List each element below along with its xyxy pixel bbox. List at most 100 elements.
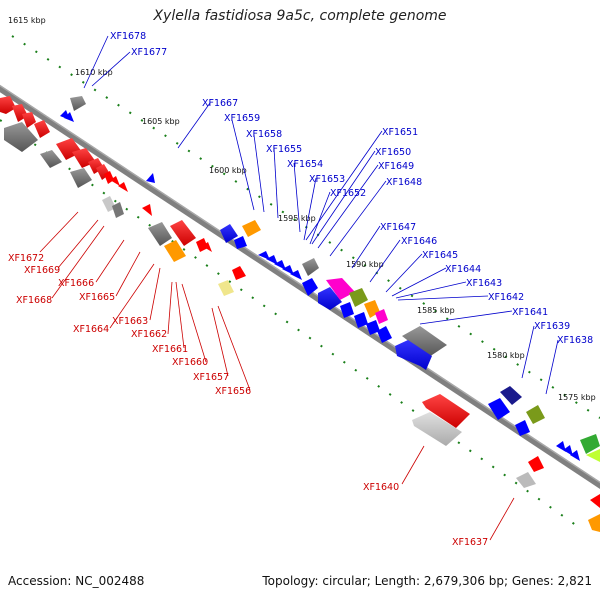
- gene-label-XF1655[interactable]: XF1655: [266, 144, 302, 155]
- gene-label-XF1639[interactable]: XF1639: [534, 321, 570, 332]
- gene-lightgray[interactable]: [412, 412, 462, 446]
- gene-red[interactable]: [118, 182, 128, 192]
- gene-label-XF1651[interactable]: XF1651: [382, 127, 418, 138]
- gene-label-XF1644[interactable]: XF1644: [445, 264, 481, 275]
- gene-label-XF1650[interactable]: XF1650: [375, 147, 411, 158]
- gene-label-XF1668[interactable]: XF1668: [16, 295, 52, 306]
- gene-blue[interactable]: [340, 302, 354, 318]
- gene-gray[interactable]: [402, 326, 447, 357]
- gene-blue[interactable]: [274, 260, 286, 270]
- gene-gray[interactable]: [40, 150, 62, 168]
- gene-orange[interactable]: [242, 220, 261, 237]
- gene-label-XF1645[interactable]: XF1645: [422, 250, 458, 261]
- accession-text: Accession: NC_002488: [8, 574, 145, 588]
- gene-label-XF1640[interactable]: XF1640: [363, 482, 399, 493]
- gene-label-XF1666[interactable]: XF1666: [58, 278, 94, 289]
- gene-orange[interactable]: [164, 240, 186, 262]
- gene-gray[interactable]: [4, 122, 38, 152]
- gene-label-XF1661[interactable]: XF1661: [152, 344, 188, 355]
- gene-label-XF1659[interactable]: XF1659: [224, 113, 260, 124]
- gene-red[interactable]: [422, 394, 470, 428]
- gene-lightgray[interactable]: [102, 196, 116, 212]
- gene-label-XF1649[interactable]: XF1649: [378, 161, 414, 172]
- gene-blue[interactable]: [366, 320, 380, 335]
- gene-gray[interactable]: [70, 96, 86, 111]
- gene-label-XF1652[interactable]: XF1652: [330, 188, 366, 199]
- gene-lightgray[interactable]: [516, 472, 536, 488]
- gene-label-XF1662[interactable]: XF1662: [131, 329, 167, 340]
- gene-label-XF1663[interactable]: XF1663: [112, 316, 148, 327]
- gene-blue[interactable]: [290, 270, 302, 280]
- gene-blue[interactable]: [377, 326, 392, 343]
- gene-blue[interactable]: [234, 236, 247, 249]
- gene-red[interactable]: [110, 176, 120, 186]
- gene-label-XF1657[interactable]: XF1657: [193, 372, 229, 383]
- gene-label-XF1647[interactable]: XF1647: [380, 222, 416, 233]
- gene-blue[interactable]: [220, 224, 238, 243]
- gene-blue[interactable]: [354, 312, 368, 328]
- gene-blue[interactable]: [395, 340, 432, 370]
- gene-olive[interactable]: [526, 405, 545, 424]
- gene-navy[interactable]: [500, 386, 522, 405]
- gene-magenta[interactable]: [375, 309, 388, 324]
- gene-label-XF1660[interactable]: XF1660: [172, 357, 208, 368]
- gene-label-XF1654[interactable]: XF1654: [287, 159, 323, 170]
- gene-gray[interactable]: [302, 258, 319, 276]
- gene-gray[interactable]: [70, 168, 92, 188]
- gene-label-XF1669[interactable]: XF1669: [24, 265, 60, 276]
- gene-blue[interactable]: [258, 251, 270, 260]
- gene-label-XF1678[interactable]: XF1678: [110, 31, 146, 42]
- gene-red[interactable]: [34, 120, 50, 138]
- gene-label-XF1667[interactable]: XF1667: [202, 98, 238, 109]
- kbp-label-1605: 1605 kbp: [142, 117, 180, 126]
- gene-label-XF1672[interactable]: XF1672: [8, 253, 44, 264]
- gene-yellowgreen[interactable]: [586, 449, 600, 462]
- gene-green[interactable]: [580, 434, 600, 454]
- gene-magenta[interactable]: [326, 278, 355, 300]
- gene-label-XF1643[interactable]: XF1643: [466, 278, 502, 289]
- gene-red[interactable]: [142, 204, 152, 216]
- gene-blue[interactable]: [515, 420, 530, 436]
- gene-blue[interactable]: [563, 445, 573, 456]
- gene-label-XF1656[interactable]: XF1656: [215, 386, 251, 397]
- gene-blue[interactable]: [556, 441, 566, 452]
- bottom-leader-lines: [39, 211, 515, 541]
- gene-red[interactable]: [22, 112, 36, 128]
- gene-paleyellow[interactable]: [218, 280, 234, 296]
- gene-red[interactable]: [196, 238, 208, 252]
- gene-blue[interactable]: [64, 112, 74, 122]
- gene-label-XF1677[interactable]: XF1677: [131, 47, 167, 58]
- gene-gray[interactable]: [148, 222, 172, 246]
- gene-label-XF1637[interactable]: XF1637: [452, 537, 488, 548]
- gene-red[interactable]: [232, 266, 246, 280]
- gene-label-XF1641[interactable]: XF1641: [512, 307, 548, 318]
- gene-red[interactable]: [590, 494, 600, 508]
- gene-blue[interactable]: [266, 255, 278, 265]
- kbp-label-1610: 1610 kbp: [75, 68, 113, 77]
- genome-backbone: [0, 85, 600, 489]
- gene-red[interactable]: [202, 242, 212, 252]
- kbp-label-1615: 1615 kbp: [8, 16, 46, 25]
- gene-blue[interactable]: [146, 173, 155, 183]
- gene-red[interactable]: [0, 96, 16, 114]
- gene-blue[interactable]: [302, 278, 318, 296]
- gene-label-XF1653[interactable]: XF1653: [309, 174, 345, 185]
- gene-blue[interactable]: [570, 450, 580, 461]
- gene-label-XF1665[interactable]: XF1665: [79, 292, 115, 303]
- gene-orange[interactable]: [588, 514, 600, 532]
- gene-blue[interactable]: [318, 287, 342, 310]
- gene-label-XF1638[interactable]: XF1638: [557, 335, 593, 346]
- gene-label-XF1648[interactable]: XF1648: [386, 177, 422, 188]
- gene-label-XF1664[interactable]: XF1664: [73, 324, 109, 335]
- gene-label-XF1658[interactable]: XF1658: [246, 129, 282, 140]
- gene-red[interactable]: [528, 456, 544, 472]
- gene-label-XF1642[interactable]: XF1642: [488, 292, 524, 303]
- gene-blue[interactable]: [282, 265, 294, 275]
- gene-red[interactable]: [170, 220, 196, 246]
- gene-label-XF1646[interactable]: XF1646: [401, 236, 437, 247]
- gene-gray[interactable]: [112, 202, 124, 218]
- gene-olive[interactable]: [349, 288, 368, 307]
- genome-backbone-edge: [0, 84, 600, 484]
- gene-blue[interactable]: [488, 398, 510, 420]
